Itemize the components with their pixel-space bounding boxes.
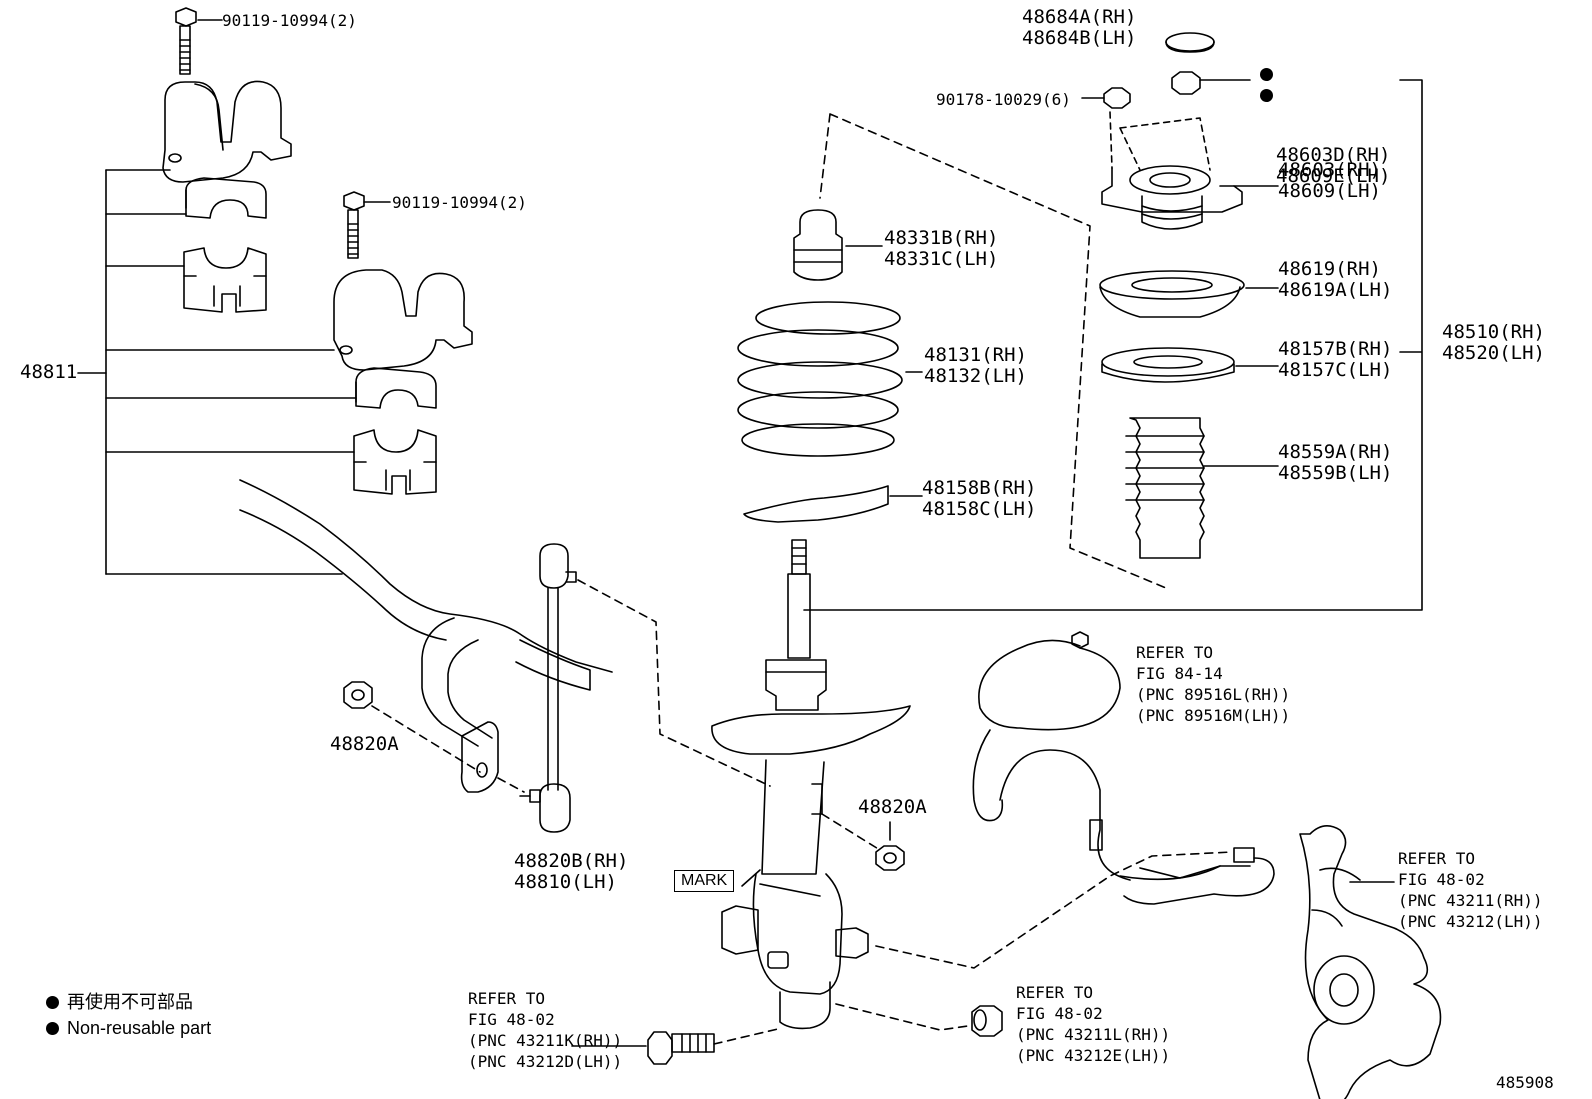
label-dust-boot: 48559A(RH) 48559B(LH): [1278, 441, 1393, 484]
dash-nut-left: [371, 705, 481, 773]
dust-boot: [1125, 417, 1205, 559]
label-stabilizer-link: 48820B(RH) 48810(LH): [514, 850, 629, 893]
stabilizer-leader-bracket: [77, 169, 357, 575]
label-ref-knuckle: REFER TO FIG 48-02 (PNC 43211(RH)) (PNC …: [1398, 849, 1543, 931]
dash-bumper: [819, 113, 1167, 589]
bump-stop: [793, 209, 843, 281]
label-nut-right: 48820A: [858, 796, 927, 818]
label-bolt-mid: 90119-10994(2): [392, 193, 527, 212]
label-upper-nut: 48603D(RH) 48609E(LH): [1260, 61, 1390, 208]
lower-spring-seat: [743, 485, 889, 523]
label-upper-seat: 48157B(RH) 48157C(LH): [1278, 338, 1393, 381]
nut-48820a-right: [875, 845, 905, 871]
upper-nut: [1171, 71, 1201, 95]
label-coil-spring: 48131(RH) 48132(LH): [924, 344, 1027, 387]
non-reusable-dot-icon: [1260, 65, 1273, 86]
bracket-lower: [333, 269, 473, 371]
upper-seat: [1101, 347, 1235, 383]
label-dust-cap: 48684A(RH) 48684B(LH): [1022, 6, 1137, 49]
mark-leader: [741, 869, 761, 887]
non-reusable-dot-icon: [46, 1021, 59, 1035]
label-lower-seat: 48158B(RH) 48158C(LH): [922, 477, 1037, 520]
legend-japanese-text: 再使用不可部品: [67, 992, 193, 1012]
label-small-nut: 90178-10029(6): [936, 90, 1071, 109]
stabilizer-bar: [239, 479, 613, 793]
upper-bearing: [1099, 270, 1245, 318]
bracket-bolt-2: [343, 191, 391, 259]
abs-sensor-wire: [972, 631, 1275, 905]
mark-box: MARK: [674, 870, 735, 892]
small-nut: [1103, 87, 1131, 109]
label-ref-sensor: REFER TO FIG 84-14 (PNC 89516L(RH)) (PNC…: [1136, 643, 1291, 725]
knuckle-nut: [971, 1005, 1003, 1037]
non-reusable-dot-icon: [1260, 86, 1273, 107]
label-bolt-top: 90119-10994(2): [222, 11, 357, 30]
dust-cap: [1165, 32, 1215, 53]
non-reusable-dot-icon: [46, 995, 59, 1009]
label-bump-stop: 48331B(RH) 48331C(LH): [884, 227, 999, 270]
legend-japanese: 再使用不可部品: [46, 992, 193, 1013]
figure-number: 485908: [1496, 1073, 1554, 1092]
bushing-upper-1: [185, 177, 267, 219]
coil-spring: [737, 301, 903, 457]
label-upper-nut-text: 48603D(RH) 48609E(LH): [1276, 144, 1391, 187]
label-strut-mount: 48603(RH) 48609(LH): [1278, 159, 1381, 202]
knuckle-bolt: [647, 1031, 715, 1065]
label-nut-left: 48820A: [330, 733, 399, 755]
legend-english-text: Non-reusable part: [67, 1018, 212, 1038]
label-ref-nut: REFER TO FIG 48-02 (PNC 43211L(RH)) (PNC…: [1016, 983, 1171, 1065]
bracket-upper: [162, 80, 292, 183]
steering-knuckle: [1299, 825, 1442, 1099]
strut-assembly: [711, 539, 911, 1030]
bushing-upper-2: [355, 367, 437, 409]
label-bearing: 48619(RH) 48619A(LH): [1278, 258, 1393, 301]
nut-48820a-left: [343, 681, 373, 709]
bushing-lower-2: [353, 429, 437, 495]
bracket-bolt-1: [175, 7, 223, 75]
strut-mount: [1101, 165, 1243, 230]
bushing-lower-1: [183, 247, 267, 313]
stabilizer-link: [519, 543, 577, 833]
label-ref-bolt: REFER TO FIG 48-02 (PNC 43211K(RH)) (PNC…: [468, 989, 623, 1071]
legend-english: Non-reusable part: [46, 1018, 211, 1039]
label-strut-assembly: 48510(RH) 48520(LH): [1442, 321, 1545, 364]
label-stabilizer-bar: 48811: [20, 361, 78, 383]
dash-link-top: [577, 579, 771, 787]
